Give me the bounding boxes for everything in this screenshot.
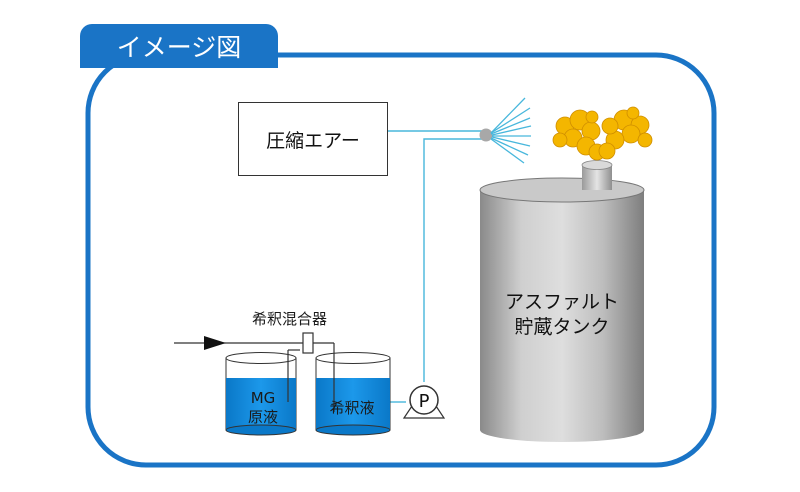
- tank-label: アスファルト 貯蔵タンク: [480, 290, 644, 339]
- dilution-container-top: [315, 352, 391, 364]
- dilution-container-label: 希釈液: [329, 399, 375, 417]
- mg-label-line2: 原液: [247, 407, 278, 426]
- foam-cluster-right: [598, 106, 653, 160]
- pump-label: P: [418, 391, 430, 412]
- spray-nozzle: [479, 128, 493, 142]
- mg-label-line1: MG: [250, 389, 276, 407]
- tank-body: [480, 190, 644, 430]
- foam-cluster-left: [552, 109, 606, 161]
- mg-container-label: MG 原液: [232, 389, 294, 427]
- frame-border: [85, 52, 717, 468]
- frame-title: イメージ図: [116, 33, 242, 62]
- pump: [409, 385, 439, 415]
- frame-title-tab: イメージ図: [80, 24, 278, 68]
- compressed-air-label: 圧縮エアー: [266, 129, 360, 152]
- tank-label-line1: アスファルト: [504, 291, 619, 313]
- spray-lines: [490, 97, 532, 164]
- flow-arrow-icon: [204, 336, 226, 350]
- tank-top: [479, 177, 645, 203]
- dilution-mixer: [302, 332, 314, 354]
- tank-label-line2: 貯蔵タンク: [514, 315, 610, 338]
- liquid-pipe: [423, 138, 484, 382]
- mg-container-top: [225, 352, 297, 364]
- mixer-label: 希釈混合器: [252, 310, 328, 328]
- tank-bottom: [480, 418, 644, 442]
- compressed-air-box: 圧縮エアー: [238, 102, 388, 176]
